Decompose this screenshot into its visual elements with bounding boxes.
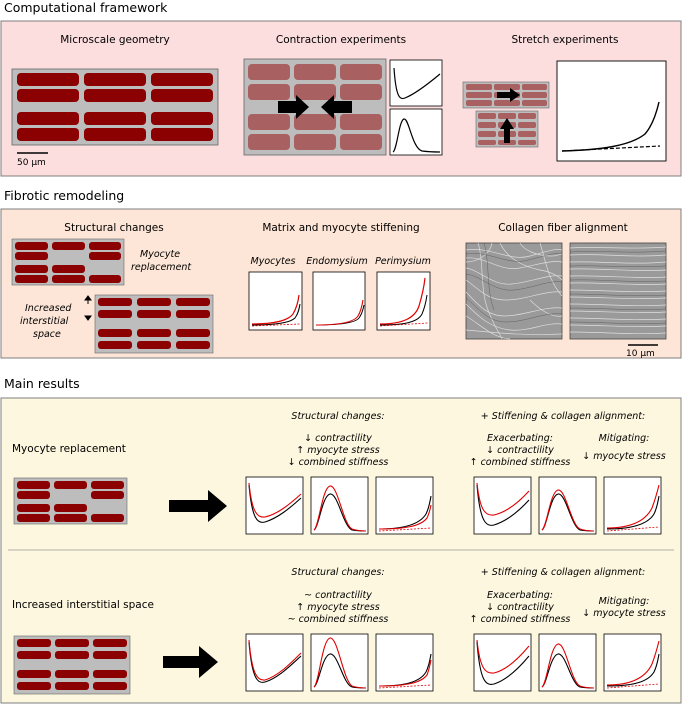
row1-label: Myocyte replacement <box>12 443 126 455</box>
myocytes-curve-stiffened <box>251 294 300 325</box>
stiffening-title: Matrix and myocyte stiffening <box>262 222 419 234</box>
fibrotic-myocyte-replacement-tissue <box>11 238 125 286</box>
row1-exac-line-1: ↓ contractility <box>486 445 554 456</box>
row2-stiffened-plots <box>473 633 662 692</box>
framework-heading: Computational framework <box>4 0 168 15</box>
row2-label: Increased interstitial space <box>12 599 154 611</box>
stretch-title: Stretch experiments <box>512 34 619 46</box>
row2-exac-line-1: ↓ contractility <box>486 602 554 613</box>
fibrotic-scale-label: 10 µm <box>626 349 655 359</box>
stretch-curve-cross-fiber <box>561 145 661 152</box>
stretch-plot <box>556 60 667 162</box>
results-heading: Main results <box>4 376 80 391</box>
row2-structural-head: Structural changes: <box>291 567 384 578</box>
row1-stiff-head: + Stiffening & collagen alignment: <box>481 411 645 422</box>
row2-mitig-line-1: ↓ myocyte stress <box>582 608 665 619</box>
interstitial-label-l1: Increased <box>25 303 72 314</box>
contraction-length-curve <box>393 67 441 100</box>
collagen-title: Collagen fiber alignment <box>498 222 628 234</box>
row2-structural-line-1: ~ contractility <box>304 590 372 601</box>
myocyte-replacement-label-l1: Myocyte <box>140 249 180 260</box>
microscale-tissue <box>11 68 219 146</box>
microscale-title: Microscale geometry <box>60 34 170 46</box>
row1-exac-head: Exacerbating: <box>487 433 553 444</box>
row1-stiffened-plots <box>473 476 662 535</box>
row2-structural-line-3: ~ combined stiffness <box>288 614 389 625</box>
perimysium-curve-cross <box>379 322 429 327</box>
row2-structural-line-2: ↑ myocyte stress <box>296 602 379 613</box>
contraction-stress-curve <box>392 118 441 153</box>
contraction-stress-plot <box>389 108 443 156</box>
row1-structural-plots <box>245 476 434 535</box>
stretch-curve-fiber <box>561 101 660 152</box>
perimysium-stiffness-plot <box>376 271 431 331</box>
endomysium-curve-stiffened <box>315 299 364 326</box>
interstitial-arrows-icon <box>84 295 92 321</box>
myocytes-label: Myocytes <box>251 256 296 267</box>
row1-exac-line-2: ↑ combined stiffness <box>470 457 571 468</box>
row1-arrow-icon <box>169 490 227 522</box>
contraction-length-plot <box>389 59 443 107</box>
row1-tissue <box>13 477 128 525</box>
row1-structural-head: Structural changes: <box>291 411 384 422</box>
stretch-tissue-longitudinal <box>462 81 550 109</box>
structural-title: Structural changes <box>64 222 163 234</box>
row1-structural-line-1: ↓ contractility <box>304 433 372 444</box>
row1-structural-line-3: ↓ combined stiffness <box>288 457 389 468</box>
endomysium-stiffness-plot <box>312 271 366 331</box>
myocytes-stiffness-plot <box>248 271 303 331</box>
row1-mitig-line-1: ↓ myocyte stress <box>582 451 665 462</box>
interstitial-label-l2: interstitial <box>20 316 69 327</box>
perimysium-label: Perimysium <box>375 256 431 267</box>
row2-exac-line-2: ↑ combined stiffness <box>470 614 571 625</box>
interstitial-label-l3: space <box>33 329 61 340</box>
contraction-tissue <box>243 58 387 156</box>
row2-stiff-head: + Stiffening & collagen alignment: <box>481 567 645 578</box>
row2-structural-plots <box>245 633 434 692</box>
perimysium-curve-stiffened <box>379 277 426 325</box>
row2-tissue <box>13 635 131 695</box>
row2-exac-head: Exacerbating: <box>487 590 553 601</box>
row1-mitig-head: Mitigating: <box>599 433 650 444</box>
framework-scale-label: 50 µm <box>17 158 46 168</box>
myocytes-curve-cross <box>251 323 301 327</box>
perimysium-curve-baseline <box>379 294 428 326</box>
fibrotic-interstitial-tissue <box>94 294 214 354</box>
collagen-aligned-image <box>569 242 667 340</box>
stretch-tissue-transverse <box>475 110 539 148</box>
fibrotic-heading: Fibrotic remodeling <box>4 188 124 203</box>
row1-structural-line-2: ↑ myocyte stress <box>296 445 379 456</box>
contraction-title: Contraction experiments <box>276 34 406 46</box>
myocyte-replacement-label-l2: replacement <box>131 262 192 273</box>
row2-arrow-icon <box>163 646 218 678</box>
endomysium-label: Endomysium <box>306 256 368 267</box>
row2-mitig-head: Mitigating: <box>599 596 650 607</box>
myocytes-curve-baseline <box>251 303 301 326</box>
collagen-random-image <box>465 242 563 340</box>
